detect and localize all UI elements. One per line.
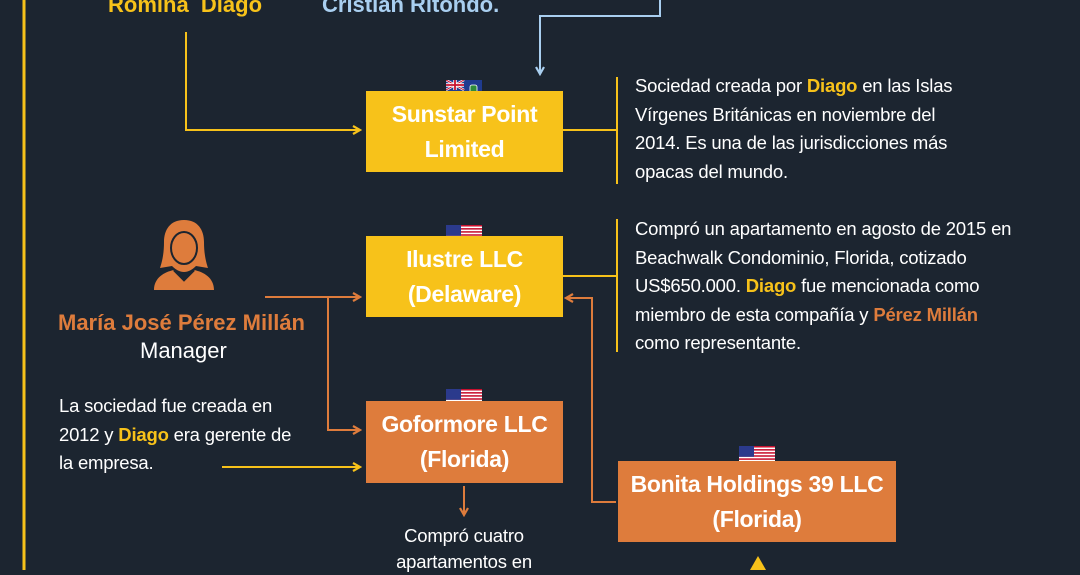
person-name: María José Pérez Millán	[58, 310, 305, 335]
ilustre-llc-box: Ilustre LLC (Delaware)	[366, 236, 563, 317]
bonita-name-line2: (Florida)	[712, 505, 802, 532]
person-role: Manager	[140, 338, 227, 363]
ilustre-bracket	[563, 219, 618, 352]
romina-to-sunstar-arrow	[185, 32, 360, 130]
sunstar-name-line2: Limited	[424, 135, 505, 162]
goformore-name-line1: Goformore LLC	[381, 411, 548, 437]
sunstar-point-limited-box: Sunstar Point Limited	[366, 91, 563, 172]
goformore-name-line2: (Florida)	[419, 446, 510, 472]
romina-diago-name: Romina Diago	[108, 0, 263, 17]
goformore-description: La sociedad fue creada en 2012 y Diago e…	[59, 395, 292, 473]
sunstar-name-line1: Sunstar Point	[391, 100, 538, 127]
bottom-diamond-marker	[750, 556, 766, 570]
bonita-name-line1: Bonita Holdings 39 LLC	[630, 470, 884, 497]
ilustre-name-line2: (Delaware)	[407, 280, 522, 307]
woman-user-icon	[154, 220, 214, 290]
bonita-holdings-box: Bonita Holdings 39 LLC (Florida)	[618, 461, 896, 542]
ilustre-name-line1: Ilustre LLC	[406, 245, 523, 272]
person-to-goformore-arrow	[327, 297, 360, 430]
sunstar-bracket	[563, 77, 618, 184]
goformore-bottom-description: Compró cuatro apartamentos en	[396, 525, 532, 572]
cristian-ritondo-name: Cristian Ritondo.	[322, 0, 500, 17]
bonita-to-ilustre-arrow	[566, 298, 616, 503]
ilustre-description: Compró un apartamento en agosto de 2015 …	[635, 218, 1012, 353]
sunstar-description: Sociedad creada por Diago en las Islas V…	[635, 75, 953, 182]
goformore-llc-box: Goformore LLC (Florida)	[366, 401, 563, 483]
ritondo-to-sunstar-arrow	[540, 0, 661, 74]
